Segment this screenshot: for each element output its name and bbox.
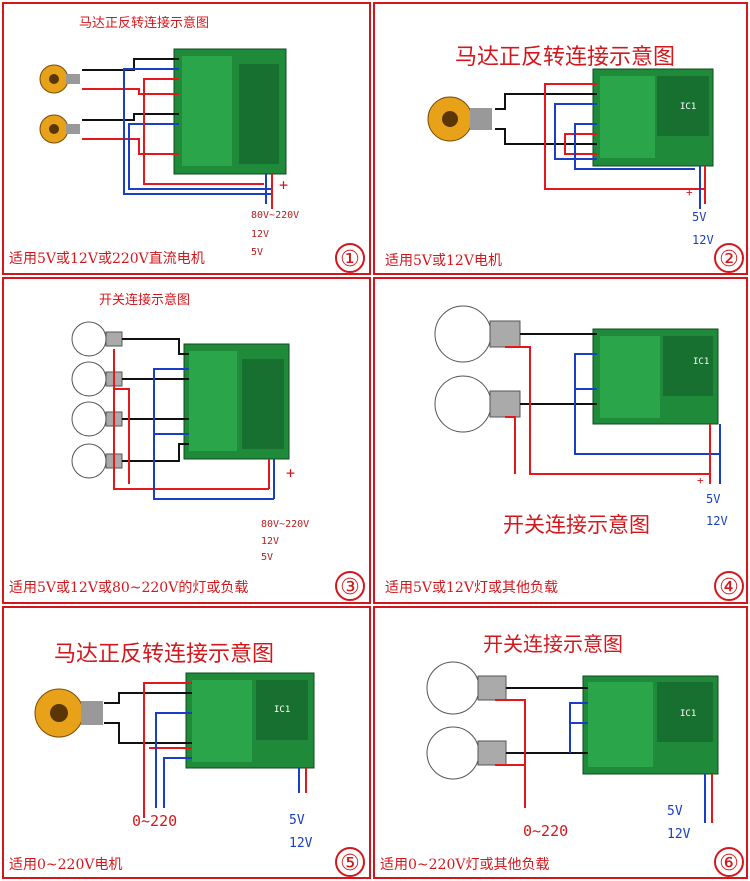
- panel-4-caption: 适用5V或12V灯或其他负载: [385, 580, 558, 596]
- supply-label: 12V: [692, 233, 714, 247]
- bulb-icon: [434, 375, 521, 433]
- supply-label: 12V: [261, 536, 280, 547]
- ac-label: 0~220: [523, 822, 569, 840]
- panel-6-title: 开关连接示意图: [483, 632, 623, 656]
- supply-label: 12V: [251, 229, 270, 240]
- panel-5-title: 马达正反转连接示意图: [54, 642, 275, 667]
- supply-label: 5V: [289, 813, 305, 828]
- relay-board: [173, 48, 287, 175]
- supply-label: 5V: [261, 552, 274, 563]
- panel-4-number: ④: [714, 571, 744, 601]
- supply-label: 80V~220V: [251, 210, 300, 221]
- panel-2-caption: 适用5V或12V电机: [385, 253, 502, 269]
- panel-1-wiring: [39, 48, 287, 209]
- panel-3-caption: 适用5V或12V或80~220V的灯或负载: [9, 580, 249, 596]
- panel-2-title: 马达正反转连接示意图: [455, 45, 676, 70]
- panel-3-title: 开关连接示意图: [99, 293, 191, 308]
- motor-icon: [39, 114, 80, 144]
- panel-2-wiring: IC1: [427, 68, 714, 209]
- panel-6-switch-diagram: IC1 开关连接示意图 0~220 5V 12V 适用0~220V灯或其他负载 …: [373, 606, 748, 879]
- bulb-icon: [426, 661, 507, 715]
- motor-icon: [34, 688, 103, 738]
- bulb-icon: [71, 321, 123, 357]
- relay-board: [582, 675, 719, 775]
- panel-3-number: ③: [335, 571, 365, 601]
- supply-label: 12V: [667, 827, 691, 842]
- plus-label: +: [697, 474, 704, 487]
- panel-5-caption: 适用0~220V电机: [9, 857, 123, 873]
- chip-label: IC1: [680, 102, 696, 112]
- panel-2-number: ②: [714, 243, 744, 273]
- supply-label: 5V: [251, 247, 264, 258]
- supply-label: 12V: [706, 514, 728, 528]
- plus-label: +: [286, 464, 296, 482]
- panel-3-switch-diagram: 开关连接示意图 + 80V~220V 12V 5V 适用5V或12V或80~22…: [2, 277, 371, 604]
- panel-6-caption: 适用0~220V灯或其他负载: [380, 857, 550, 873]
- panel-6-wiring: IC1: [426, 661, 719, 823]
- ac-label: 0~220: [132, 812, 178, 830]
- relay-board: [592, 68, 714, 167]
- plus-label: +: [686, 186, 693, 199]
- panel-1-title: 马达正反转连接示意图: [79, 16, 210, 31]
- bulb-icon: [426, 726, 507, 780]
- panel-5-number: ⑤: [335, 847, 365, 877]
- panel-4-switch-diagram: IC1 开关连接示意图 + 5V 12V 适用5V或12V灯或其他负载 ④: [373, 277, 748, 604]
- relay-board: [592, 328, 719, 425]
- motor-icon: [39, 64, 80, 94]
- panel-5-wiring: IC1: [34, 672, 315, 818]
- panel-5-motor-diagram: IC1 马达正反转连接示意图 0~220 5V 12V 适用0~220V电机 ⑤: [2, 606, 371, 879]
- chip-label: IC1: [274, 705, 290, 715]
- panel-4-wiring: IC1: [434, 305, 721, 484]
- supply-label: 5V: [692, 210, 707, 224]
- chip-label: IC1: [680, 709, 696, 719]
- motor-icon: [427, 96, 492, 142]
- supply-label: 5V: [667, 804, 683, 819]
- panel-1-caption: 适用5V或12V或220V直流电机: [9, 251, 205, 267]
- relay-board: [183, 343, 290, 460]
- bulb-icon: [434, 305, 521, 363]
- panel-4-title: 开关连接示意图: [503, 513, 650, 537]
- panel-2-motor-diagram: IC1 马达正反转连接示意图 + 5V 12V 适用5V或12V电机 ②: [373, 2, 748, 275]
- supply-label: 12V: [289, 836, 313, 851]
- relay-board: [185, 672, 315, 769]
- panel-3-wiring: [71, 321, 290, 500]
- plus-label: +: [279, 176, 289, 194]
- panel-1-motor-diagram: 马达正反转连接示意图 + 80V~220V 12V 5V 适用5V或12V或22…: [2, 2, 371, 275]
- panel-6-number: ⑥: [714, 847, 744, 877]
- supply-label: 80V~220V: [261, 519, 310, 530]
- panel-1-number: ①: [335, 243, 365, 273]
- chip-label: IC1: [693, 357, 709, 367]
- supply-label: 5V: [706, 492, 721, 506]
